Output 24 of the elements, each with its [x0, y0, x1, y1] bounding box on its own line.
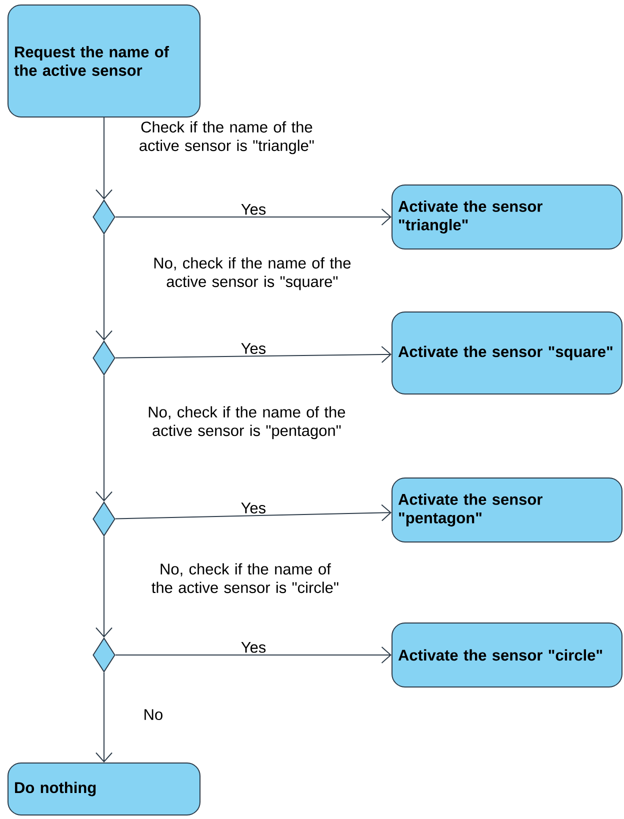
arrow: [96, 375, 112, 502]
arrow: [96, 536, 112, 638]
edge-label: Yes: [241, 343, 266, 354]
edge-label: No, check if the name of the active sensor is "square": [154, 257, 351, 290]
arrow: [96, 672, 112, 762]
edge-label: No, check if the name of the active sensor is "circle": [152, 563, 338, 594]
edge-label: Yes: [241, 642, 266, 653]
arrow: [115, 208, 392, 226]
arrow: [115, 646, 392, 664]
edge-label: Yes: [241, 502, 266, 514]
arrow: [114, 346, 392, 364]
edge-label: Check if the name of the active sensor is "triangle": [140, 121, 314, 154]
process-box: Activate the sensor "circle": [392, 622, 622, 688]
arrow: [96, 234, 112, 340]
edge-label: Yes: [241, 204, 266, 215]
process-box: Request the name of the active sensor: [8, 4, 200, 118]
process-box: Activate the sensor "pentagon": [392, 478, 622, 542]
process-box: Do nothing: [8, 762, 200, 816]
arrow: [114, 504, 392, 522]
process-box: Activate the sensor "triangle": [392, 184, 622, 250]
edge-label: No, check if the name of the active sensor is "pentagon": [148, 406, 346, 440]
edge-label: No: [144, 709, 162, 720]
process-box: Activate the sensor "square": [392, 312, 622, 394]
arrow: [96, 117, 112, 200]
